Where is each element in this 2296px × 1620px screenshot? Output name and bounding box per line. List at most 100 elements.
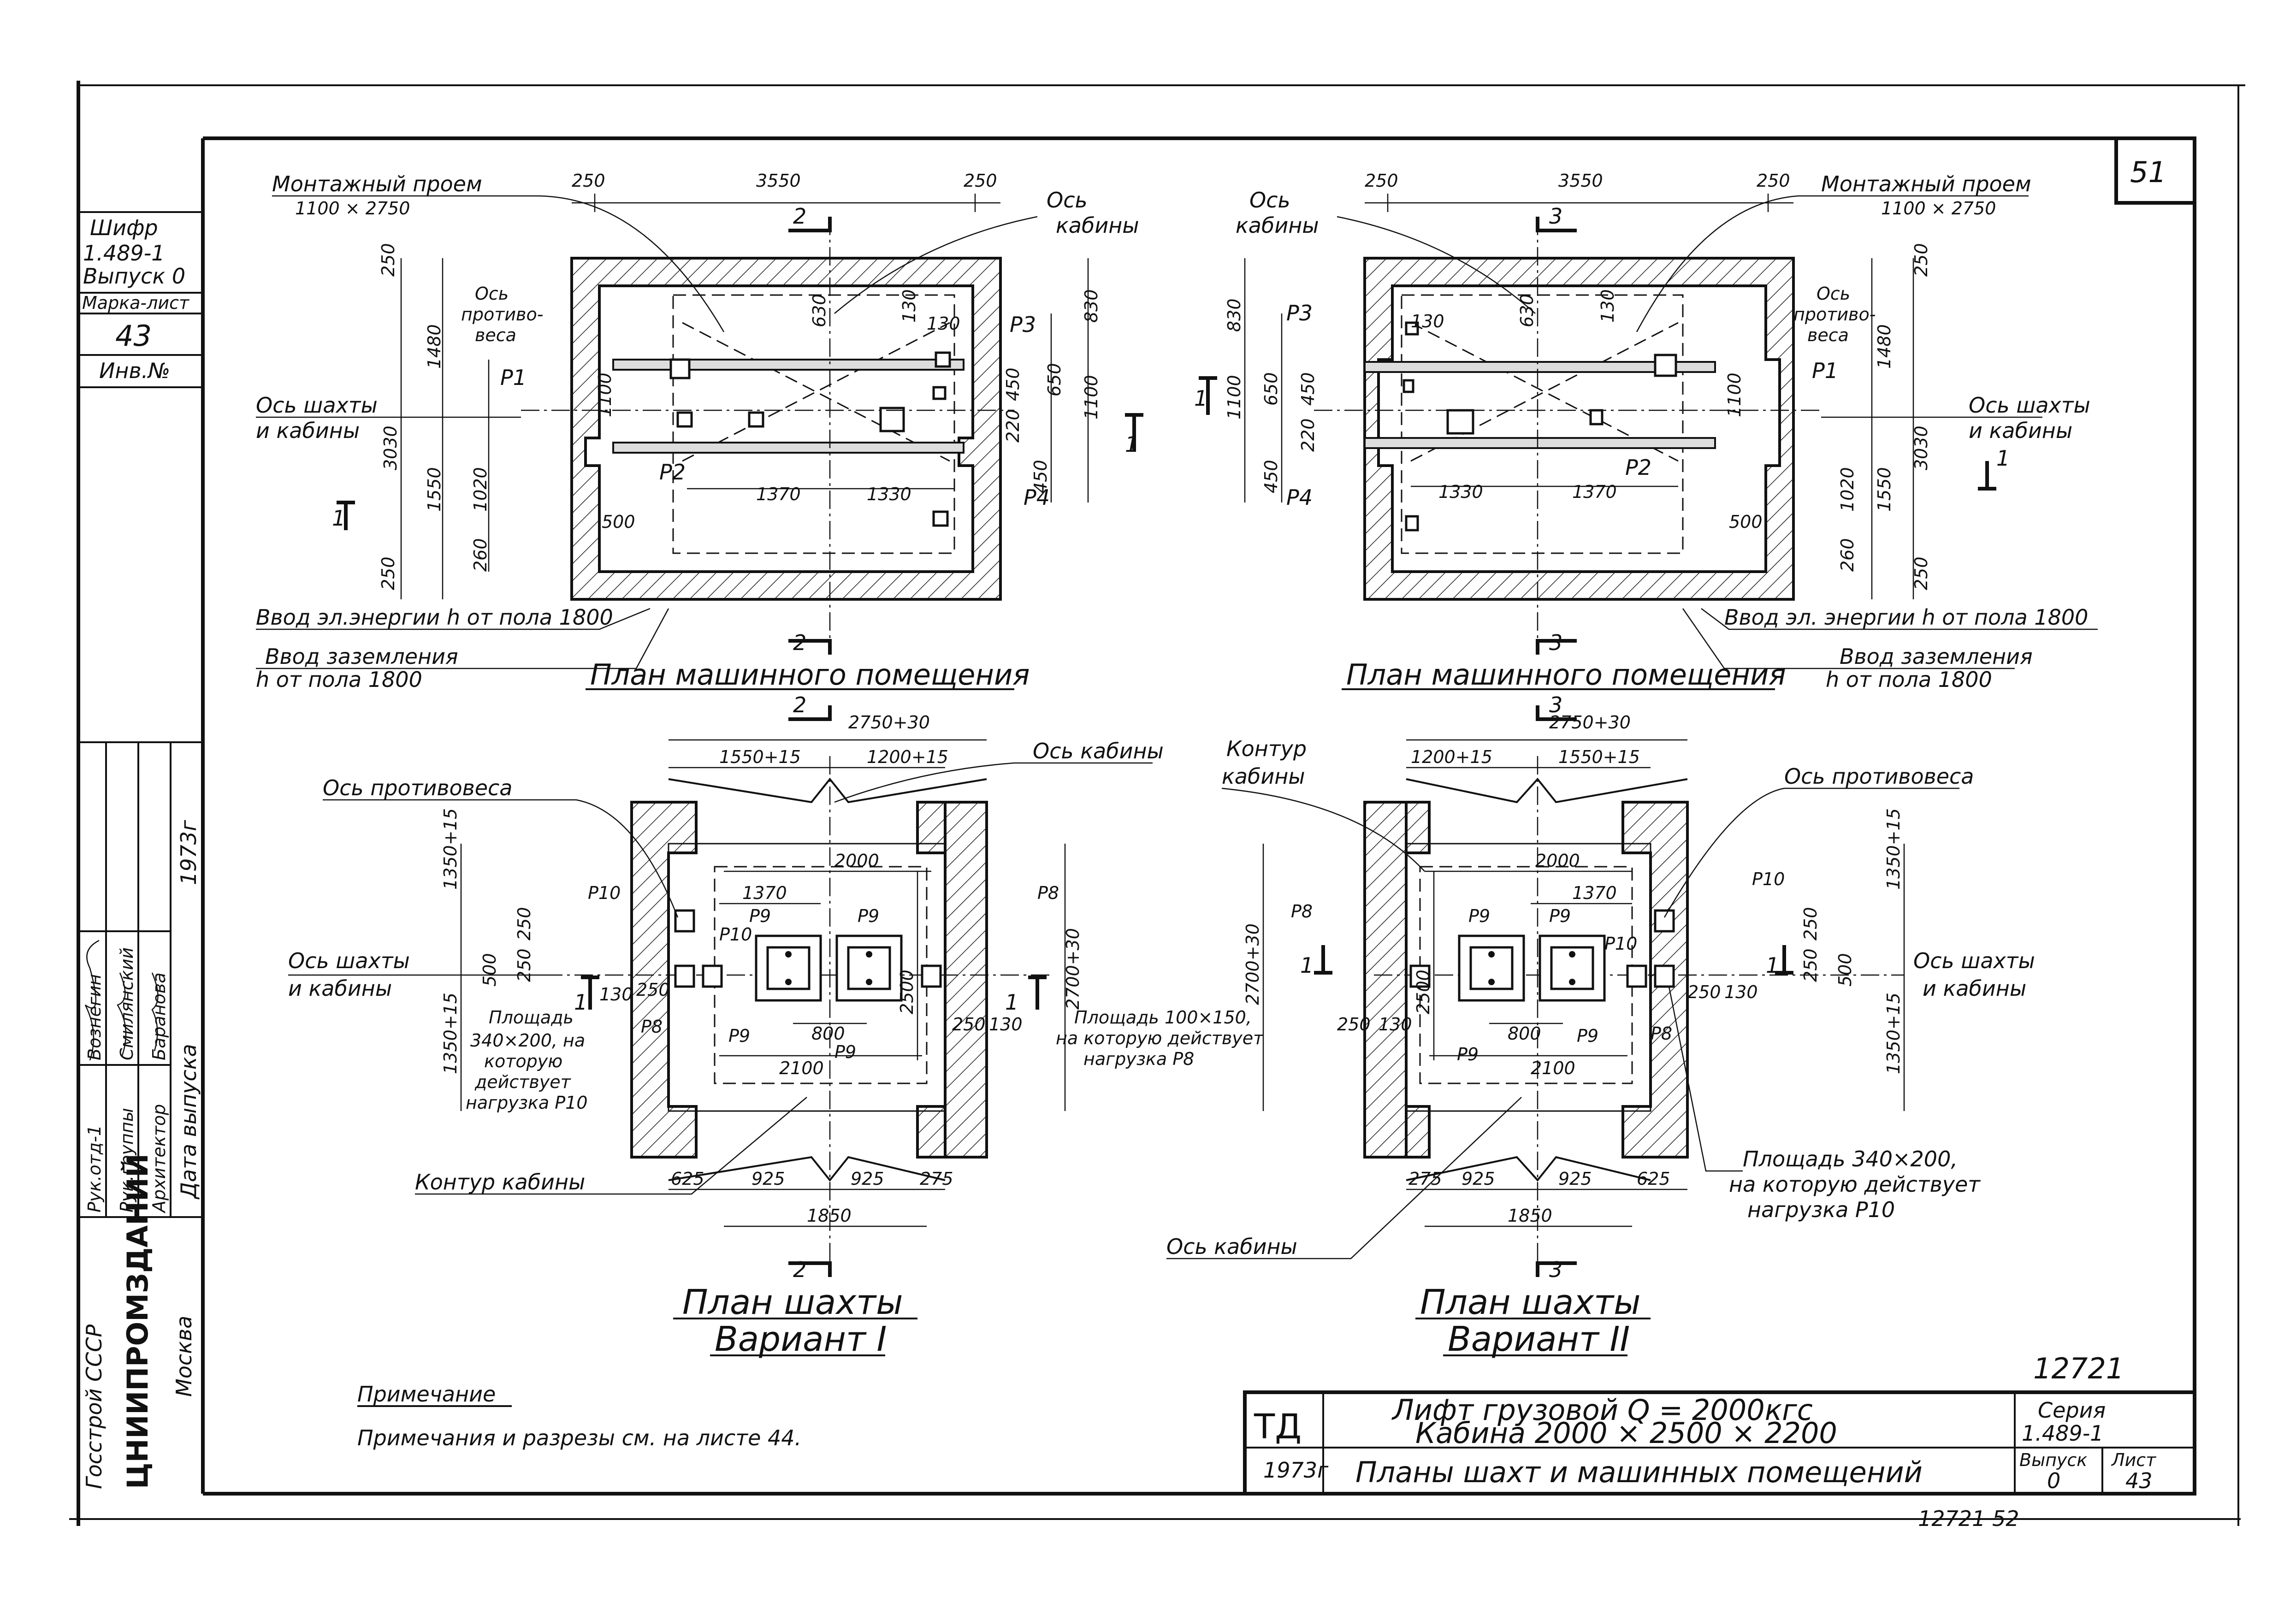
ploshchad-5: нагрузка P10 (466, 1093, 588, 1113)
load-p8-a: P8 (641, 1017, 663, 1037)
montazh-size-r: 1100 × 2750 (1881, 198, 1996, 219)
dim-right-d-r: 1550 (1874, 467, 1894, 512)
section-1-left-s: 1 (574, 990, 587, 1015)
dim-left-g-s: 250 (636, 980, 670, 1000)
load-p10-a: P10 (588, 883, 621, 903)
shifr-label: Шифр (90, 215, 158, 240)
os-protiv-1-r: Ось (1817, 284, 1850, 304)
machine-plan-right-title: План машинного помещения (1346, 658, 1786, 692)
dim-left-d-r: 450 (1298, 372, 1318, 406)
dim-left-c-sr: 250 (1337, 1014, 1371, 1035)
machine-plan-right: 250 3550 250 830 1100 650 450 450 220 25… (1194, 171, 2098, 692)
load-p9-a: P9 (749, 906, 771, 926)
dim-top-a: 1550+15 (719, 747, 801, 767)
dim-left-a: 250 (378, 243, 398, 277)
dim-inner-b-s: 1370 (742, 883, 787, 903)
dim-inner-d-r: 1330 (1438, 482, 1483, 502)
dim-top-mid-r: 3550 (1558, 171, 1603, 191)
inv-label: Инв.№ (99, 358, 170, 383)
dim-right-c-s: 130 (989, 1014, 1023, 1035)
vypusk-value-tb: 0 (2047, 1468, 2060, 1493)
ploshchad-b3: нагрузка P8 (1083, 1049, 1194, 1069)
signature-2 (117, 972, 127, 1056)
vypusk-label-tb: Выпуск (2019, 1450, 2087, 1470)
section-1-right-r: 1 (1996, 446, 2010, 471)
vvod-energii-r: Ввод эл. энергии h от пола 1800 (1724, 605, 2088, 630)
dim-right-d-sr: 500 (1835, 953, 1855, 987)
os-shakhty-2-sr: и кабины (1923, 976, 2026, 1001)
dim-inner-c-r: 130 (1598, 289, 1618, 323)
ploshchad-b2: на которую действует (1056, 1028, 1264, 1048)
list-label: Лист (2111, 1450, 2157, 1470)
dim-inner-a-r: 130 (1411, 311, 1444, 331)
signature-1 (84, 940, 100, 1061)
dim-inner-e: 1330 (867, 484, 911, 504)
os-shakhty-1-s: Ось шахты (288, 948, 410, 973)
title-block: 12721 ТД Лифт грузовой Q = 2000кгс Кабин… (1243, 1352, 2196, 1531)
os-protiv-1: Ось (475, 284, 509, 304)
dim-left-g: 1020 (470, 467, 491, 512)
os-shakhty-1-sr: Ось шахты (1913, 948, 2035, 973)
dim-top-total-r: 2750+30 (1549, 712, 1631, 733)
load-p10-ra: P10 (1604, 934, 1637, 954)
section-2-top-s: 2 (793, 692, 806, 717)
load-p9-ra: P9 (1468, 906, 1490, 926)
dim-right-c-r: 3030 (1911, 426, 1931, 470)
section-2-top: 2 (793, 204, 806, 229)
vvod-energii: Ввод эл.энергии h от пола 1800 (256, 605, 613, 630)
dim-right-b: 650 (1044, 363, 1065, 396)
dim-bottom-c: 925 (851, 1169, 884, 1189)
dim-left-h: 260 (470, 538, 491, 572)
dim-left-e-r: 450 (1261, 460, 1281, 493)
dim-right-a: 830 (1081, 289, 1101, 323)
dim-left-b-sr: 130 (1379, 1014, 1412, 1035)
os-kabiny-1: Ось (1047, 188, 1088, 213)
vvod-zazeml-2-r: h от пола 1800 (1826, 667, 1992, 692)
name-3: Баранова (149, 972, 169, 1060)
ploshchad-3: которую (484, 1051, 562, 1071)
machine-plan-left-title: План машинного помещения (590, 658, 1030, 692)
load-p9-rc: P9 (1457, 1044, 1479, 1064)
os-protivovesa-label: Ось противовеса (323, 775, 512, 800)
sheet-frame (69, 81, 2245, 1526)
dim-top-a-r: 1200+15 (1411, 747, 1492, 767)
section-3-bottom-s: 3 (1549, 1257, 1562, 1282)
load-p1-r: P1 (1812, 358, 1838, 383)
dim-right-g-r: 250 (1911, 556, 1931, 590)
dim-top-b-r: 1550+15 (1558, 747, 1640, 767)
dim-bottom-d-r: 625 (1637, 1169, 1670, 1189)
marka-value: 43 (115, 319, 152, 353)
dim-right-e-r: 1020 (1837, 467, 1858, 512)
vypusk-label: Выпуск 0 (83, 264, 185, 289)
os-kabiny-label-s: Ось кабины (1033, 739, 1164, 763)
title-year: 1973г (1263, 1458, 1329, 1483)
list-value: 43 (2125, 1468, 2153, 1493)
td-logo: ТД (1254, 1407, 1302, 1447)
vvod-zazeml-1-r: Ввод заземления (1840, 644, 2033, 669)
dim-bottom-e: 1850 (807, 1206, 852, 1226)
shifr-value: 1.489-1 (83, 241, 165, 266)
dim-bottom-a-r: 275 (1408, 1169, 1442, 1189)
os-protiv-2: противо- (461, 304, 543, 325)
title-line-2: Кабина 2000 × 2500 × 2200 (1415, 1416, 1837, 1450)
dim-left-a-r: 830 (1224, 298, 1244, 332)
note: Примечание Примечания и разрезы см. на л… (357, 1382, 801, 1450)
dim-right-b-sr: 250 (1800, 907, 1821, 940)
org-moskva: Москва (172, 1316, 196, 1397)
os-protiv-3: веса (475, 325, 516, 345)
kontur-2-r: кабины (1222, 764, 1305, 789)
dim-bottom-d: 275 (920, 1169, 953, 1189)
load-p10-rb: P10 (1752, 869, 1785, 889)
os-kabiny-1-r: Ось (1249, 188, 1290, 213)
load-p8-b: P8 (1037, 883, 1059, 903)
title-line-1: Лифт грузовой Q = 2000кгс (1391, 1393, 1813, 1427)
dim-bottom-e-r: 1850 (1508, 1206, 1552, 1226)
dim-right-b-s: 250 (952, 1014, 986, 1035)
os-protiv-3-r: веса (1807, 325, 1849, 345)
dim-inner-e-s: 2100 (779, 1058, 824, 1078)
os-shakhty-1-r: Ось шахты (1969, 393, 2090, 418)
load-p9-rb: P9 (1549, 906, 1571, 926)
vvod-zazeml-1: Ввод заземления (265, 644, 458, 669)
vvod-zazeml-2: h от пола 1800 (256, 667, 422, 692)
load-p2-r: P2 (1625, 455, 1651, 480)
